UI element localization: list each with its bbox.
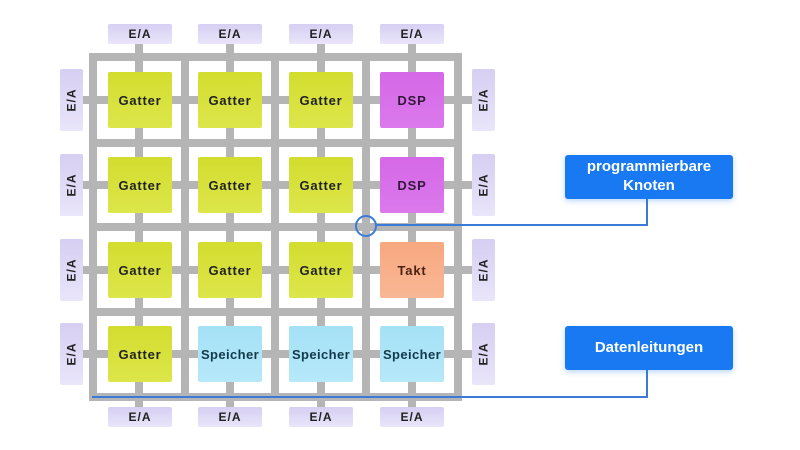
block-dsp: DSP — [380, 72, 444, 128]
io-block-right-4: E/A — [472, 323, 495, 385]
io-block-right-3: E/A — [472, 239, 495, 301]
io-block-top-4: E/A — [380, 24, 444, 44]
block-gatter: Gatter — [198, 242, 262, 298]
block-gatter: Gatter — [289, 242, 353, 298]
io-label: E/A — [476, 173, 491, 197]
io-block-top-3: E/A — [289, 24, 353, 44]
block-gatter: Gatter — [198, 157, 262, 213]
grid-horizontal-line-2 — [89, 223, 462, 231]
block-gatter: Gatter — [108, 326, 172, 382]
block-gatter: Gatter — [289, 72, 353, 128]
node-highlight-circle — [355, 215, 377, 237]
io-block-top-1: E/A — [108, 24, 172, 44]
io-block-bottom-2: E/A — [198, 407, 262, 427]
block-gatter: Gatter — [108, 242, 172, 298]
io-block-left-1: E/A — [60, 69, 83, 131]
io-label: E/A — [64, 173, 79, 197]
connector-line-data-lines-horizontal — [92, 396, 648, 398]
grid-horizontal-line-3 — [89, 308, 462, 316]
io-block-left-3: E/A — [60, 239, 83, 301]
connector-line-programmable-nodes-horizontal — [377, 224, 648, 226]
block-speicher: Speicher — [380, 326, 444, 382]
block-speicher: Speicher — [289, 326, 353, 382]
io-label: E/A — [64, 258, 79, 282]
grid-horizontal-line-1 — [89, 139, 462, 147]
connector-line-data-lines-vertical — [646, 370, 648, 398]
callout-data-lines: Datenleitungen — [565, 326, 733, 370]
io-block-bottom-1: E/A — [108, 407, 172, 427]
block-dsp: DSP — [380, 157, 444, 213]
callout-programmable-nodes: programmierbare Knoten — [565, 155, 733, 199]
io-label: E/A — [476, 258, 491, 282]
connector-line-programmable-nodes-vertical — [646, 198, 648, 226]
io-label: E/A — [476, 342, 491, 366]
io-block-bottom-3: E/A — [289, 407, 353, 427]
io-label: E/A — [476, 88, 491, 112]
io-label: E/A — [64, 88, 79, 112]
io-block-left-4: E/A — [60, 323, 83, 385]
block-speicher: Speicher — [198, 326, 262, 382]
block-gatter: Gatter — [289, 157, 353, 213]
io-block-right-2: E/A — [472, 154, 495, 216]
block-takt: Takt — [380, 242, 444, 298]
block-gatter: Gatter — [108, 72, 172, 128]
block-gatter: Gatter — [108, 157, 172, 213]
io-block-top-2: E/A — [198, 24, 262, 44]
io-label: E/A — [64, 342, 79, 366]
io-block-bottom-4: E/A — [380, 407, 444, 427]
block-gatter: Gatter — [198, 72, 262, 128]
io-block-right-1: E/A — [472, 69, 495, 131]
io-block-left-2: E/A — [60, 154, 83, 216]
